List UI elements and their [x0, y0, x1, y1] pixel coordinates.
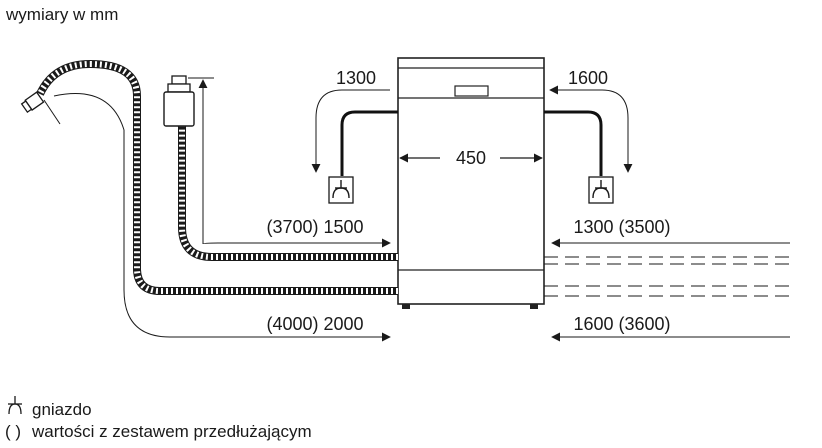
extension-legend-label: wartości z zestawem przedłużającym [31, 422, 312, 441]
socket-legend-label: gniazdo [32, 400, 92, 419]
control-panel-display [454, 85, 489, 97]
inlet-hose-length-right: 1300 (3500) [573, 217, 670, 237]
faucet-height-reference [188, 77, 214, 244]
drain-hose [20, 59, 398, 295]
foot-left [402, 304, 410, 309]
drain-hose-end [20, 91, 45, 114]
cord-length-left-value: 1300 [336, 68, 376, 88]
socket-legend-icon [8, 396, 22, 415]
inlet-hose [178, 126, 398, 261]
units-label: wymiary w mm [5, 5, 118, 24]
drain-hose-length-left: (4000) 2000 [266, 314, 363, 334]
extension-legend-symbol: ( ) [5, 422, 21, 441]
length-guides [43, 93, 391, 342]
width-dimension: 450 [399, 148, 543, 168]
width-value: 450 [456, 148, 486, 168]
foot-right [530, 304, 538, 309]
cord-length-right: 1600 [549, 68, 633, 173]
faucet-icon [163, 75, 195, 127]
drain-hose-length-right: 1600 (3600) [573, 314, 670, 334]
inlet-hose-length-left: (3700) 1500 [266, 217, 363, 237]
cord-length-left: 1300 [311, 68, 390, 173]
cord-length-right-value: 1600 [568, 68, 608, 88]
dishwasher [397, 57, 545, 309]
legend: gniazdo ( ) wartości z zestawem przedłuż… [5, 396, 312, 441]
socket-icon [588, 176, 614, 204]
socket-icon [328, 176, 354, 204]
right-side-hoses [544, 238, 790, 342]
